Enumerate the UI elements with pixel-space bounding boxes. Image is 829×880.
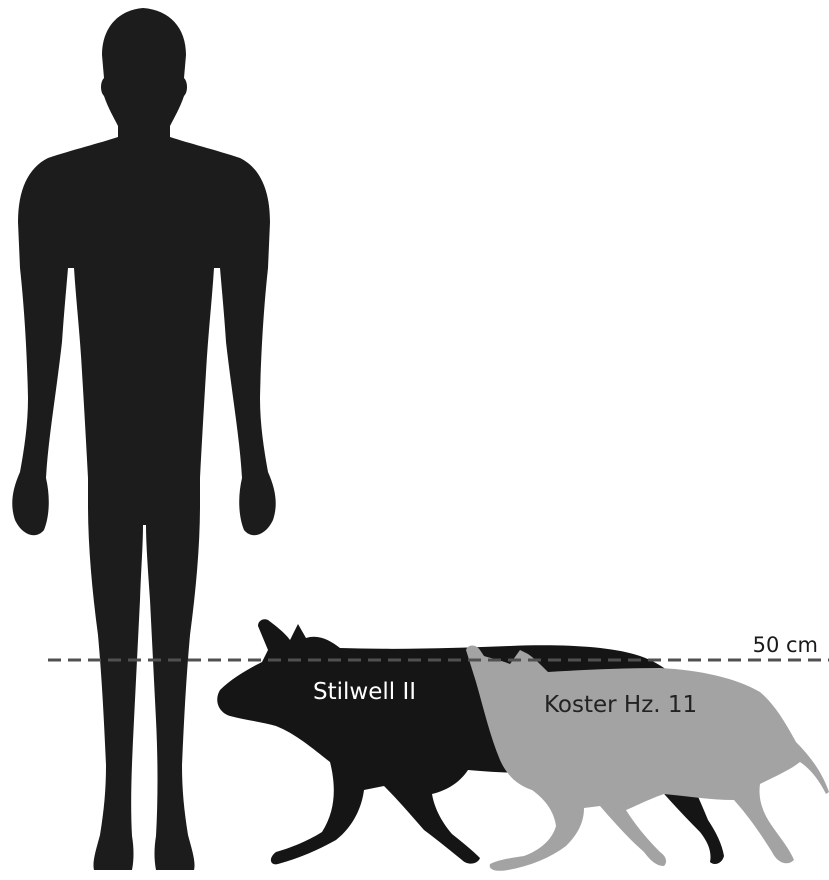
dog-koster-body — [466, 646, 829, 871]
scale-label: 50 cm — [753, 633, 818, 657]
dog-koster-silhouette — [466, 646, 829, 871]
human-silhouette — [12, 8, 275, 870]
dog-stilwell-label: Stilwell II — [313, 679, 416, 705]
human-body — [12, 8, 275, 870]
dog-koster-label: Koster Hz. 11 — [544, 692, 697, 718]
